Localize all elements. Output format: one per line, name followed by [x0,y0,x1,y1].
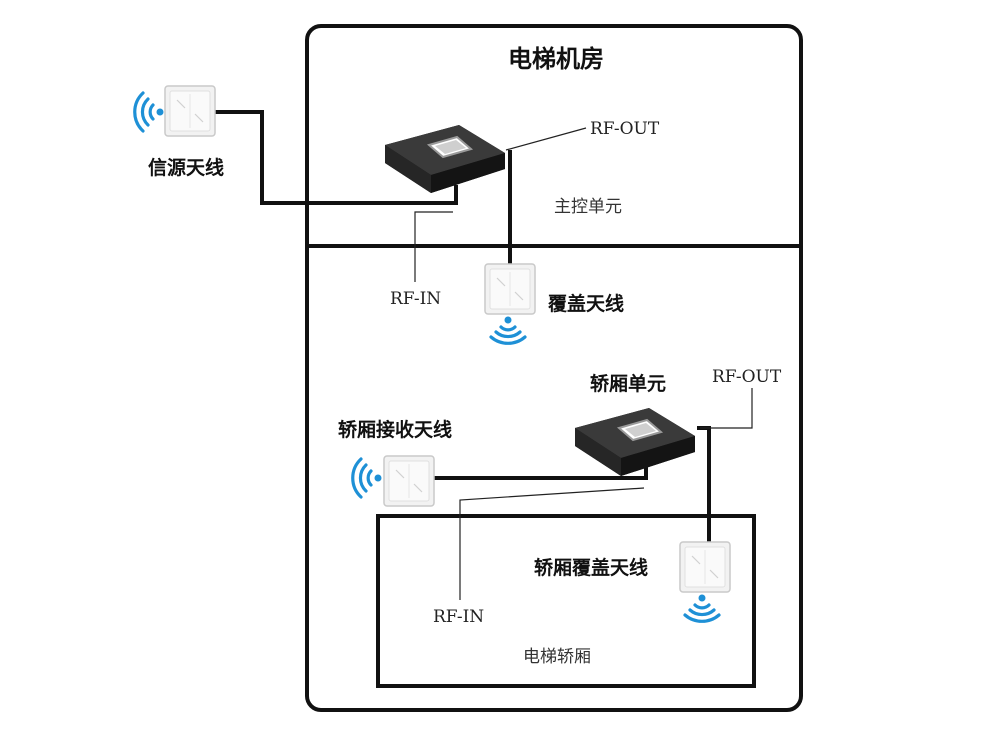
wifi-signal-icon [683,592,721,623]
panel-antenna-icon [484,263,536,315]
coverage-antenna [484,263,536,345]
car-coverage-antenna-label: 轿厢覆盖天线 [534,556,648,579]
car-coverage-antenna-cable [697,426,711,546]
car-rf-out-label: RF-OUT [712,367,782,387]
car-rf-in-leader [459,487,645,600]
car-unit-label: 轿厢单元 [590,372,666,395]
car-receive-antenna-label: 轿厢接收天线 [338,418,452,441]
source-antenna-cable [215,110,458,205]
panel-antenna-icon [383,455,435,507]
panel-antenna-icon [679,541,731,593]
main-rf-out-label: RF-OUT [590,119,660,139]
source-antenna-label: 信源天线 [148,156,224,179]
wifi-signal-icon [351,457,384,499]
main-rf-in-label: RF-IN [390,289,441,309]
elevator-car-box [376,514,756,688]
main-rf-out-leader [505,127,587,151]
car-receive-antenna [351,455,435,507]
panel-antenna-icon [164,85,216,137]
machine-room-title: 电梯机房 [508,45,604,73]
wifi-signal-icon [489,314,527,345]
source-antenna [133,85,216,137]
wifi-signal-icon [133,91,166,133]
building-frame [305,24,803,712]
coverage-antenna-label: 覆盖天线 [547,292,624,315]
main-rf-in-leader [414,211,453,282]
main-control-unit-device [384,124,506,194]
elevator-car-label: 电梯轿厢 [523,647,591,667]
car-rf-out-leader [700,388,753,429]
car-unit-device [574,407,696,477]
car-rf-in-label: RF-IN [433,607,484,627]
main-control-unit-label: 主控单元 [554,197,622,217]
car-coverage-antenna [679,541,731,623]
